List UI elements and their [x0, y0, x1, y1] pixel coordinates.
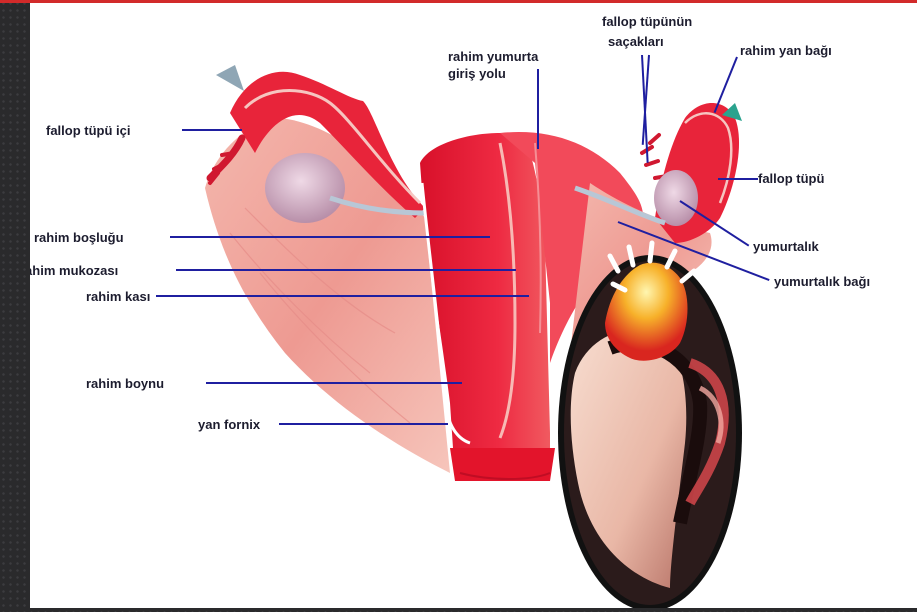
label-rahim-yumurta-giris-line1: rahim yumurta [448, 49, 538, 64]
leader-rahim-mukozasi [176, 269, 516, 271]
label-rahim-boynu: rahim boynu [86, 376, 164, 391]
label-yumurtalik-bagi: yumurtalık bağı [774, 274, 870, 289]
label-yumurtalik: yumurtalık [753, 239, 819, 254]
label-fallop-sacak-line1: fallop tüpünün [602, 14, 692, 29]
leader-fallop-tupu-ici [182, 129, 242, 131]
label-rahim-yumurta-giris-line2: giriş yolu [448, 66, 506, 81]
label-rahim-boslugu: rahim boşluğu [34, 230, 124, 245]
label-yan-fornix: yan fornix [198, 417, 260, 432]
leader-rahim-boynu [206, 382, 462, 384]
diagram-canvas: fallop tüpü içi rahim boşluğu rahim muko… [30, 3, 917, 608]
label-rahim-mukozasi: rahim mukozası [30, 263, 118, 278]
label-fallop-sacak-line2: saçakları [608, 34, 664, 49]
leader-rahim-kasi [156, 295, 529, 297]
uterus-illustration [30, 3, 917, 608]
leader-yan-fornix [279, 423, 448, 425]
label-rahim-kasi: rahim kası [86, 289, 150, 304]
label-rahim-yan-bagi: rahim yan bağı [740, 43, 832, 58]
leader-rahim-boslugu [170, 236, 490, 238]
leader-fallop-tupu [718, 178, 758, 180]
label-fallop-tupu-ici: fallop tüpü içi [46, 123, 131, 138]
leader-rahim-yumurta-giris [537, 69, 539, 149]
label-fallop-tupu: fallop tüpü [758, 171, 824, 186]
